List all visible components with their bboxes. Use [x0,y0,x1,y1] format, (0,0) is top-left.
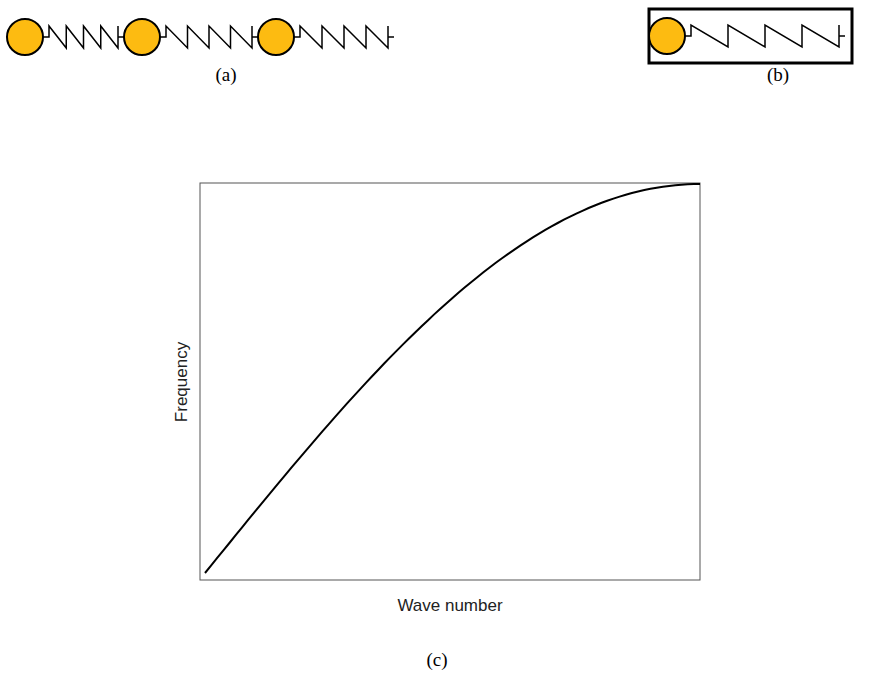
plot-frame [200,183,700,580]
unit-cell-box [649,9,852,63]
spring [160,26,258,48]
mass-circle [649,18,685,54]
mass-circle [124,19,160,55]
panel-label: (b) [767,65,789,86]
spring [294,26,394,48]
mass-spring-chain [7,19,394,55]
spring [685,25,845,47]
panel-label: (a) [215,65,236,86]
mass-circle [7,19,43,55]
panel-label: (c) [426,650,447,671]
mass-circle [258,19,294,55]
axis-label: Frequency [173,342,192,422]
dispersion-curve [205,184,700,573]
spring [43,26,124,48]
unit-cell [649,18,845,54]
axis-label: Wave number [397,597,502,616]
